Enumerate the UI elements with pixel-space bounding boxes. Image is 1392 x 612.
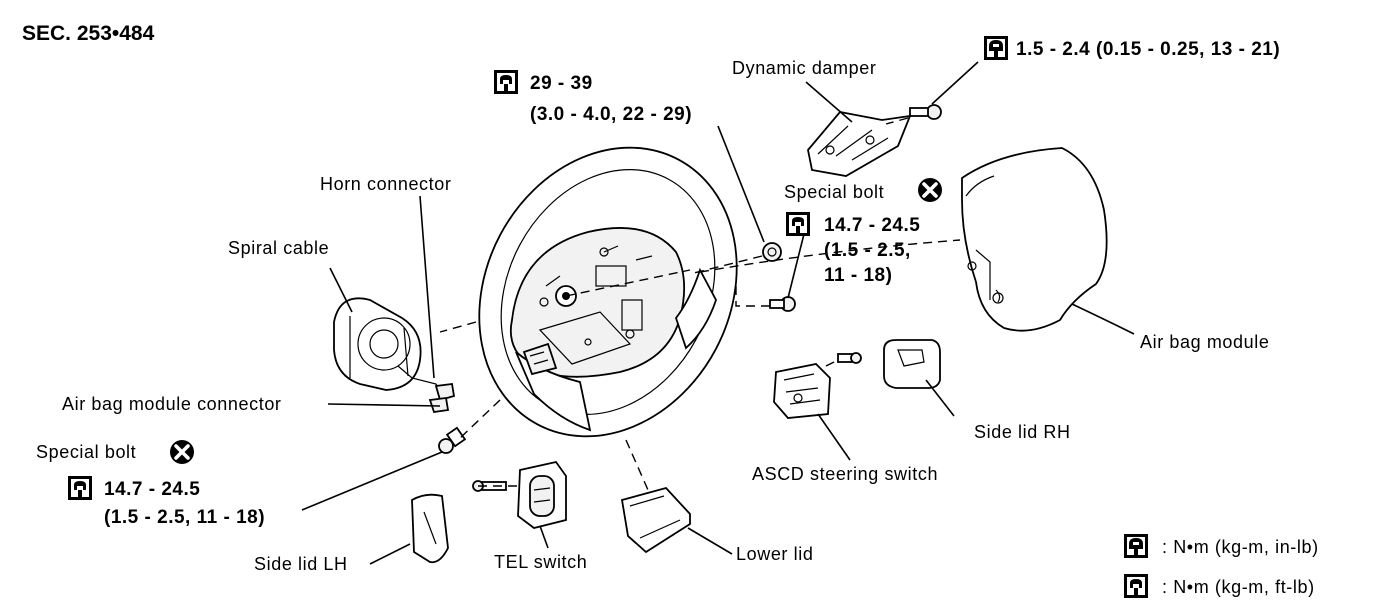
steering-wheel — [478, 146, 738, 438]
legend: : N•m (kg-m, in-lb) : N•m (kg-m, ft-lb) — [1124, 534, 1319, 598]
spiral-cable-part — [333, 297, 456, 413]
air-bag-module-part — [961, 147, 1108, 332]
label-special-bolt-right: Special bolt — [784, 182, 884, 202]
torque-special-bolt-left-line1: 14.7 - 24.5 — [104, 479, 200, 500]
special-bolt-right-part — [769, 296, 796, 312]
label-air-bag-module: Air bag module — [1140, 332, 1269, 352]
special-bolt-left-part — [438, 426, 467, 454]
tel-switch-part — [472, 460, 567, 529]
torque-ft-lb-icon — [68, 476, 92, 500]
torque-wheel-nut-line1: 29 - 39 — [530, 73, 593, 94]
torque-in-lb-icon — [984, 36, 1008, 60]
torque-special-bolt-right-line3: 11 - 18) — [824, 265, 892, 286]
label-special-bolt-left: Special bolt — [36, 442, 136, 462]
label-ascd-steering-switch: ASCD steering switch — [752, 464, 938, 484]
torque-ft-lb-icon — [1124, 574, 1148, 598]
dynamic-damper-part — [807, 111, 912, 177]
label-dynamic-damper: Dynamic damper — [732, 58, 876, 78]
torque-ft-lb-icon — [494, 70, 518, 94]
do-not-reuse-x-icon — [916, 176, 944, 204]
torque-special-bolt-right-line1: 14.7 - 24.5 — [824, 215, 920, 236]
torque-damper-bolt: 1.5 - 2.4 (0.15 - 0.25, 13 - 21) — [1016, 39, 1280, 60]
label-spiral-cable: Spiral cable — [228, 238, 329, 258]
lower-lid-part — [620, 486, 691, 554]
ascd-switch-part — [773, 352, 862, 419]
damper-bolt-part — [909, 104, 942, 120]
label-horn-connector: Horn connector — [320, 174, 451, 194]
label-tel-switch: TEL switch — [494, 552, 587, 572]
torque-ft-lb-icon — [786, 212, 810, 236]
torque-special-bolt-right-line2: (1.5 - 2.5, — [824, 240, 911, 261]
leader-lines — [301, 61, 1135, 565]
side-lid-lh-part — [411, 493, 449, 564]
torque-special-bolt-left-line2: (1.5 - 2.5, 11 - 18) — [104, 507, 265, 528]
legend-ft-lb: : N•m (kg-m, ft-lb) — [1162, 577, 1315, 597]
wheel-nut-part — [762, 242, 782, 262]
torque-in-lb-icon — [1124, 534, 1148, 558]
label-side-lid-lh: Side lid LH — [254, 554, 348, 574]
section-number: SEC. 253•484 — [22, 22, 155, 45]
label-air-bag-module-connector: Air bag module connector — [62, 394, 282, 414]
label-lower-lid: Lower lid — [736, 544, 813, 564]
label-side-lid-rh: Side lid RH — [974, 422, 1071, 442]
do-not-reuse-x-icon — [168, 438, 196, 466]
side-lid-rh-part — [883, 339, 941, 389]
torque-wheel-nut-line2: (3.0 - 4.0, 22 - 29) — [530, 104, 692, 125]
legend-in-lb: : N•m (kg-m, in-lb) — [1162, 537, 1319, 557]
